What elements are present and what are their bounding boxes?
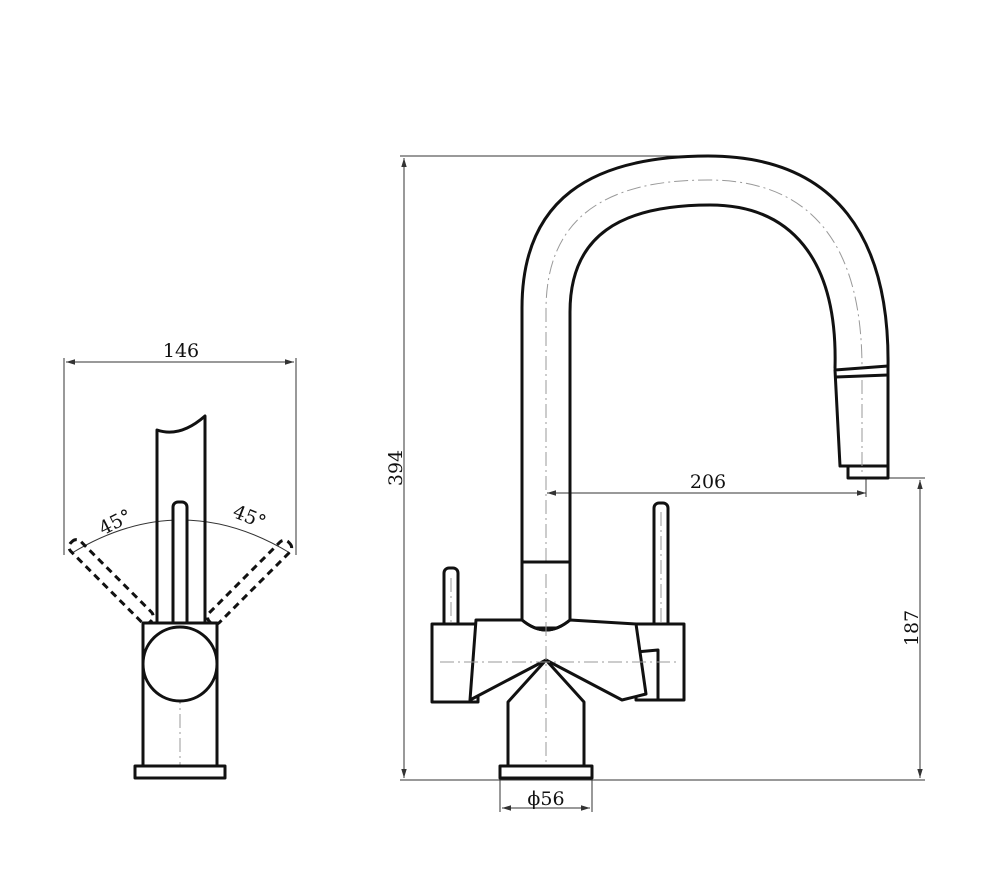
handle-center (171, 500, 189, 629)
spout-nozzle (846, 464, 890, 480)
spout-gooseneck (520, 154, 890, 564)
dim-label-206: 206 (690, 471, 726, 493)
spout-side-cut (155, 414, 207, 630)
dimension-side-width: 146 (63, 340, 297, 555)
spout-stem (520, 560, 572, 630)
dim-label-394: 394 (385, 450, 407, 486)
dim-label-187: 187 (901, 610, 923, 646)
base-side (133, 764, 227, 780)
base-front (498, 764, 594, 780)
front-view: 394 206 187 (385, 154, 925, 812)
dimension-base-diameter: ϕ56 (499, 780, 593, 812)
dimension-spout-height: 187 (870, 477, 925, 778)
side-view: 146 45° 45° (63, 340, 297, 780)
dimension-spout-reach: 206 (547, 471, 867, 497)
handle-right-rotated (206, 538, 294, 626)
dimension-total-height: 394 (385, 155, 925, 781)
handle-left-rotated (67, 538, 155, 626)
angle-label-left: 45° (95, 505, 135, 540)
body-side-circle (141, 625, 219, 703)
dim-label-146: 146 (163, 340, 199, 362)
dim-label-phi56: ϕ56 (527, 788, 564, 810)
